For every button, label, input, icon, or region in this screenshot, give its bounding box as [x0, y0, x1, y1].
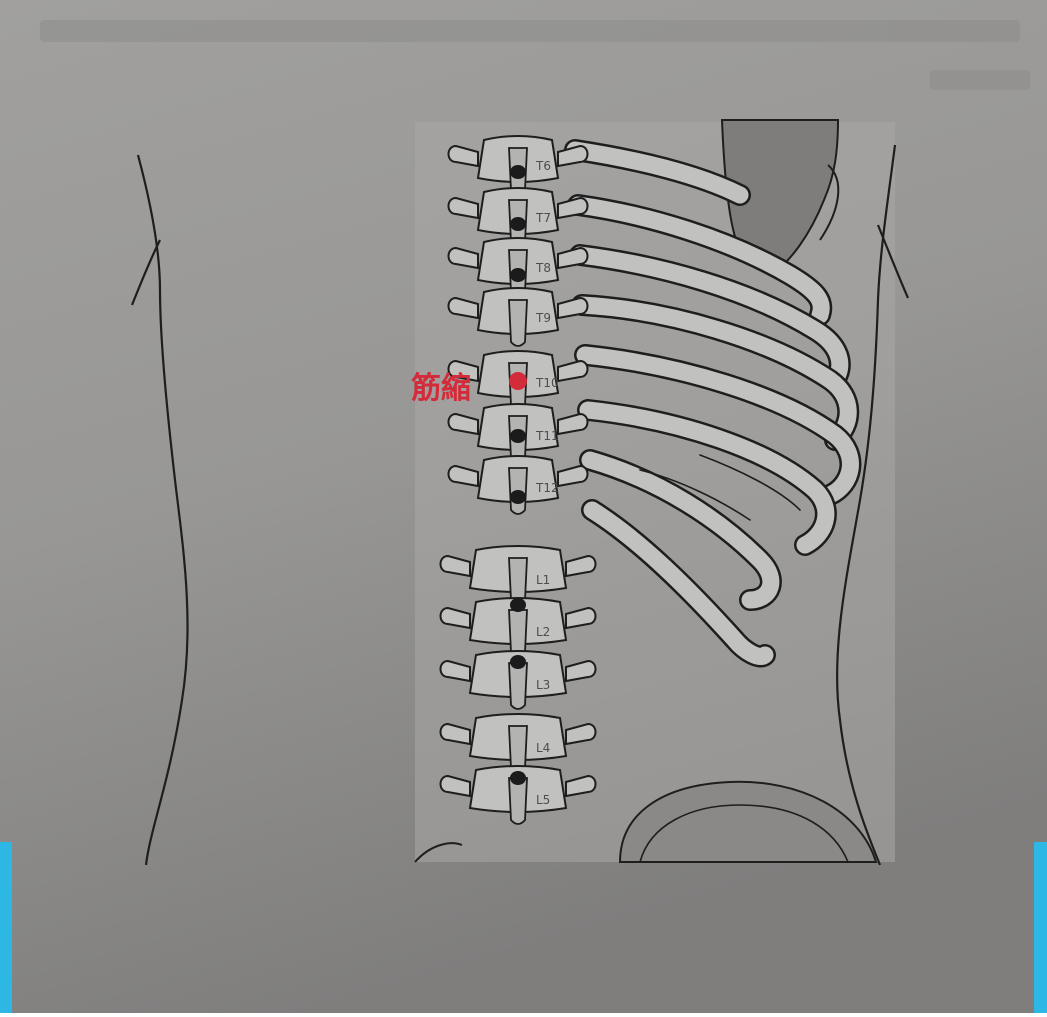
- vertebra-label: T6: [535, 159, 551, 173]
- vertebra-label: T9: [535, 311, 551, 325]
- intervertebral-point: [510, 598, 526, 612]
- intervertebral-point: [510, 268, 526, 282]
- spinous-process: [509, 610, 527, 656]
- intervertebral-point: [510, 655, 526, 669]
- vertebra-label: L4: [536, 741, 550, 755]
- intervertebral-point: [510, 165, 526, 179]
- intervertebral-point: [510, 217, 526, 231]
- vertebra-label: T12: [535, 481, 559, 495]
- acupoint-label: 筋縮: [411, 371, 471, 406]
- spinous-process: [509, 300, 527, 346]
- intervertebral-point: [510, 429, 526, 443]
- intervertebral-point: [510, 490, 526, 504]
- vertebra-label: L1: [536, 573, 550, 587]
- frame-accent-left: [0, 842, 12, 1013]
- frame-accent-right: [1034, 842, 1047, 1013]
- spinous-process: [509, 663, 527, 709]
- vertebra-label: T10: [535, 376, 559, 390]
- vertebra-label: L2: [536, 625, 550, 639]
- intervertebral-point: [510, 771, 526, 785]
- vertebra-label: T7: [535, 211, 551, 225]
- vertebra-label: L3: [536, 678, 550, 692]
- acupoint-marker: [509, 372, 527, 390]
- vertebra-label: T8: [535, 261, 551, 275]
- vertebra-label: L5: [536, 793, 550, 807]
- vertebra-label: T11: [535, 429, 559, 443]
